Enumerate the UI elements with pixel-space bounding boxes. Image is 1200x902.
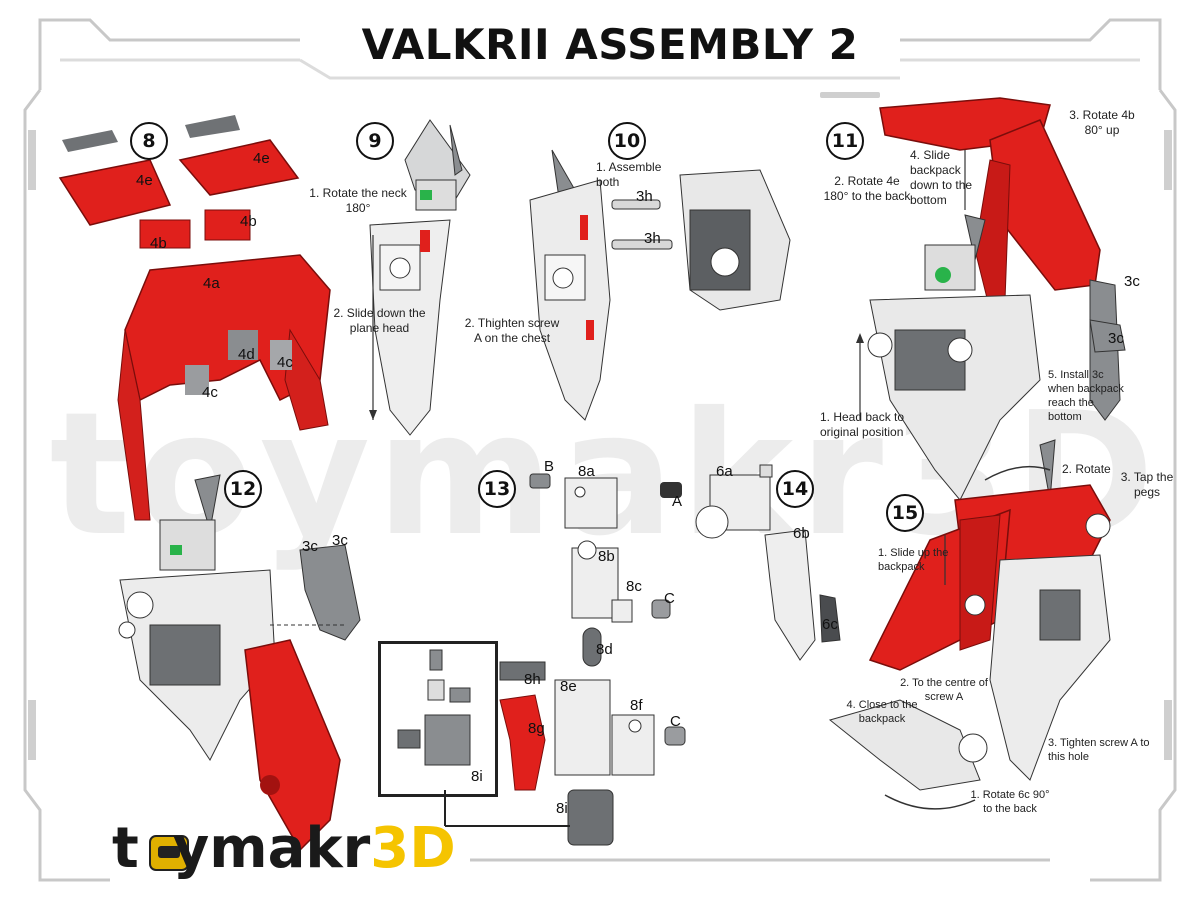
part-label: 6b [793,525,810,542]
label-s11-install: 5. Install 3c when backpack reach the bo… [1048,369,1124,423]
part-label: 8f [630,697,643,714]
part-label: 4e [136,172,153,189]
step-11-marker: 11 [826,122,864,160]
step-15-marker: 15 [886,494,924,532]
label-s15-centre: 2. To the centre of screw A [900,677,988,703]
part-label: 6a [716,463,733,480]
step-10-marker: 10 [608,122,646,160]
label-s15-tighten: 3. Tighten screw A to this hole [1048,737,1150,763]
part-label: 8b [598,548,615,565]
step9-robot-illustration [369,119,471,436]
step13-parts-illustration [444,473,686,846]
step14-parts-illustration [660,464,841,661]
label-s9-rotate: 1. Rotate the neck 180° [309,186,407,215]
part-label: 4b [240,213,257,230]
inset-8i-illustration [397,649,471,766]
part-label: 8a [578,463,595,480]
label-s15-tap: 3. Tap the pegs [1120,470,1174,499]
part-label: 4e [253,150,270,167]
step15-robot-illustration [828,439,1111,810]
label-s11-rotate4b: 3. Rotate 4b 80° up [1069,108,1135,137]
part-label: 3h [636,188,653,205]
label-s10-tighten: 2. Thighten screw A on the chest [464,316,560,345]
part-label: 8c [626,578,642,595]
step-8-marker: 8 [130,122,168,160]
label-s15-rotate: 2. Rotate [1062,462,1111,476]
part-label: 3h [644,230,661,247]
part-label: A [672,493,683,510]
part-label: 3c [332,532,348,549]
label-s15-slide: 1. Slide up the backpack [878,547,949,573]
part-label: 4c [202,384,218,401]
part-label: B [544,458,555,475]
label-s10-assemble: 1. Assemble both [596,160,662,189]
step-12-marker: 12 [224,470,262,508]
step11-robot-illustration [856,97,1126,501]
label-s11-head: 1. Head back to original position [820,410,905,439]
part-label: 3c [1108,330,1124,347]
part-label: 8e [560,678,577,695]
label-s15-rotate6c: 1. Rotate 6c 90° to the back [970,789,1050,815]
label-s11-slide: 4. Slide backpack down to the bottom [910,148,973,207]
step-13-marker: 13 [478,470,516,508]
part-label: 4a [203,275,220,292]
part-label: 3c [302,538,318,555]
part-label: 3c [1124,273,1140,290]
step10-robot-illustration [529,149,791,421]
part-label: 8g [528,720,545,737]
part-label: 4d [238,346,255,363]
brand-text-ymakr: ymakr [172,816,371,881]
part-label: 8i [556,800,568,817]
label-s9-slide: 2. Slide down the plane head [333,306,426,335]
page-title: VALKRII ASSEMBLY 2 [361,20,859,69]
part-label: 8d [596,641,613,658]
part-label: C [670,713,681,730]
step12-robot-illustration [118,474,361,852]
step-9-marker: 9 [356,122,394,160]
inset-8i-box [378,641,498,797]
brand-mascot-icon [149,835,189,871]
brand-text-t: t [112,816,139,881]
part-label: C [664,590,675,607]
part-label: 4c [277,354,293,371]
label-s15-close: 4. Close to the backpack [846,699,918,725]
brand-text-3d: 3D [370,816,456,881]
part-label: 6c [822,616,838,633]
step8-parts-illustration [58,115,331,521]
part-label: 8h [524,671,541,688]
label-s11-rotate4e: 2. Rotate 4e 180° to the back [823,174,911,203]
part-label: 4b [150,235,167,252]
step-14-marker: 14 [776,470,814,508]
part-label: 8i [471,768,483,785]
